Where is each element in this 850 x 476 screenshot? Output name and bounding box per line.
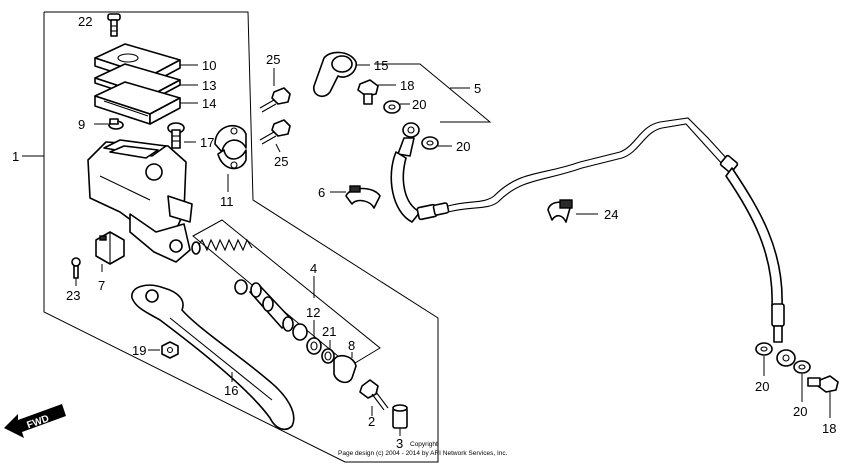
- clamp-24: [547, 199, 573, 223]
- callout-25-lower: 25: [274, 154, 288, 169]
- clamp-6: [345, 185, 381, 209]
- callout-15: 15: [374, 58, 388, 73]
- callout-16: 16: [224, 383, 238, 398]
- callout-17: 17: [200, 135, 214, 150]
- callout-11: 11: [220, 194, 234, 209]
- callout-10: 10: [202, 58, 216, 73]
- leader-lines: [75, 64, 831, 436]
- callout-20-c: 20: [755, 379, 769, 394]
- callout-20-a: 20: [412, 97, 426, 112]
- screw-23: [71, 257, 81, 279]
- callout-6: 6: [318, 185, 325, 200]
- callout-25-upper: 25: [266, 52, 280, 67]
- piston-spring: [191, 238, 253, 255]
- nut-19: [161, 341, 179, 359]
- callout-22: 22: [78, 14, 92, 29]
- fwd-arrow-icon: FWD: [4, 404, 66, 438]
- callout-24: 24: [604, 207, 618, 222]
- circlip-21: [321, 348, 335, 364]
- callout-18-lower: 18: [822, 421, 836, 436]
- callout-1: 1: [12, 149, 19, 164]
- boot-12: [292, 323, 322, 355]
- washer-20-a: [383, 100, 401, 114]
- assembly-outline-4: [192, 219, 381, 367]
- callout-labels: 1 2 3 4 5 6 7 8 9 10 11 12 13 14 15 16 1…: [12, 14, 836, 451]
- callout-20-b: 20: [456, 139, 470, 154]
- callout-4: 4: [310, 261, 317, 276]
- callout-13: 13: [202, 78, 216, 93]
- switch-7: [95, 231, 125, 265]
- callout-7: 7: [98, 278, 105, 293]
- boot-8: [333, 354, 357, 384]
- copyright-line-2: Page design (c) 2004 - 2014 by ARI Netwo…: [338, 450, 508, 457]
- screw-22: [107, 13, 121, 37]
- brake-hose-5: [390, 117, 796, 367]
- callout-12: 12: [306, 305, 320, 320]
- push-rod-2: [359, 379, 389, 411]
- assembly-bracket-5: [374, 63, 492, 123]
- callout-3: 3: [396, 436, 403, 451]
- callout-8: 8: [348, 338, 355, 353]
- banjo-bolt-18-upper: [357, 79, 379, 105]
- washer-20-b: [421, 136, 439, 150]
- screw-9: [108, 118, 124, 130]
- callout-20-d: 20: [793, 404, 807, 419]
- washer-20-d: [793, 360, 811, 374]
- copyright-line-1: Copyright: [410, 441, 438, 448]
- assembly-outline-1: [22, 11, 439, 463]
- bolt-25-upper: [259, 87, 291, 113]
- callout-21: 21: [322, 324, 336, 339]
- bolt-25-lower: [259, 119, 291, 145]
- callout-5: 5: [474, 81, 481, 96]
- washer-20-c: [755, 342, 773, 356]
- callout-14: 14: [202, 96, 216, 111]
- callout-2: 2: [368, 414, 375, 429]
- bolt-17: [167, 122, 185, 149]
- piston: [249, 282, 294, 332]
- piston-cup: [234, 279, 248, 295]
- callout-9: 9: [78, 117, 85, 132]
- callout-19: 19: [132, 343, 146, 358]
- callout-18-upper: 18: [400, 78, 414, 93]
- banjo-bolt-18-lower: [807, 375, 839, 393]
- boot-15: [313, 51, 357, 98]
- diaphragm-14: [94, 81, 181, 125]
- holder-11: [214, 124, 247, 170]
- brake-lever-16: [131, 284, 295, 431]
- callout-23: 23: [66, 288, 80, 303]
- sleeve-3: [392, 404, 408, 429]
- master-cylinder-body: [87, 139, 193, 263]
- copyright-notice: Copyright Page design (c) 2004 - 2014 by…: [338, 441, 508, 457]
